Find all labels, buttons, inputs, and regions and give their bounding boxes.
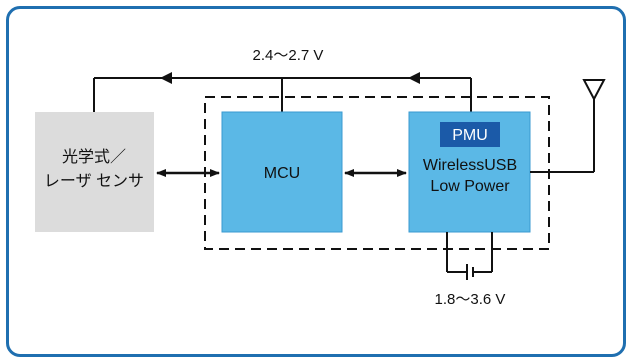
radio-label-line1: WirelessUSB <box>423 157 517 174</box>
diagram-canvas: 2.4～2.7 V 光学式／ レーザ センサ MCU PMU WirelessU… <box>6 6 626 357</box>
supply-arrow-left <box>160 72 172 84</box>
sensor-label-line1: 光学式／ <box>62 148 126 166</box>
battery-icon <box>466 264 474 280</box>
supply-bottom-label: 1.8～3.6 V <box>435 291 506 308</box>
pmu-block <box>440 122 500 147</box>
radio-label-line2: Low Power <box>430 178 510 195</box>
pmu-label: PMU <box>452 127 488 144</box>
sensor-block <box>35 112 154 232</box>
supply-arrow-mid <box>408 72 420 84</box>
mcu-label: MCU <box>264 165 300 182</box>
antenna-icon <box>582 79 606 102</box>
mcu-block <box>221 111 343 233</box>
sensor-label-line2: レーザ センサ <box>44 172 144 190</box>
block-diagram: 2.4～2.7 V 光学式／ レーザ センサ MCU PMU WirelessU… <box>35 47 606 308</box>
supply-top-label: 2.4～2.7 V <box>253 47 324 64</box>
